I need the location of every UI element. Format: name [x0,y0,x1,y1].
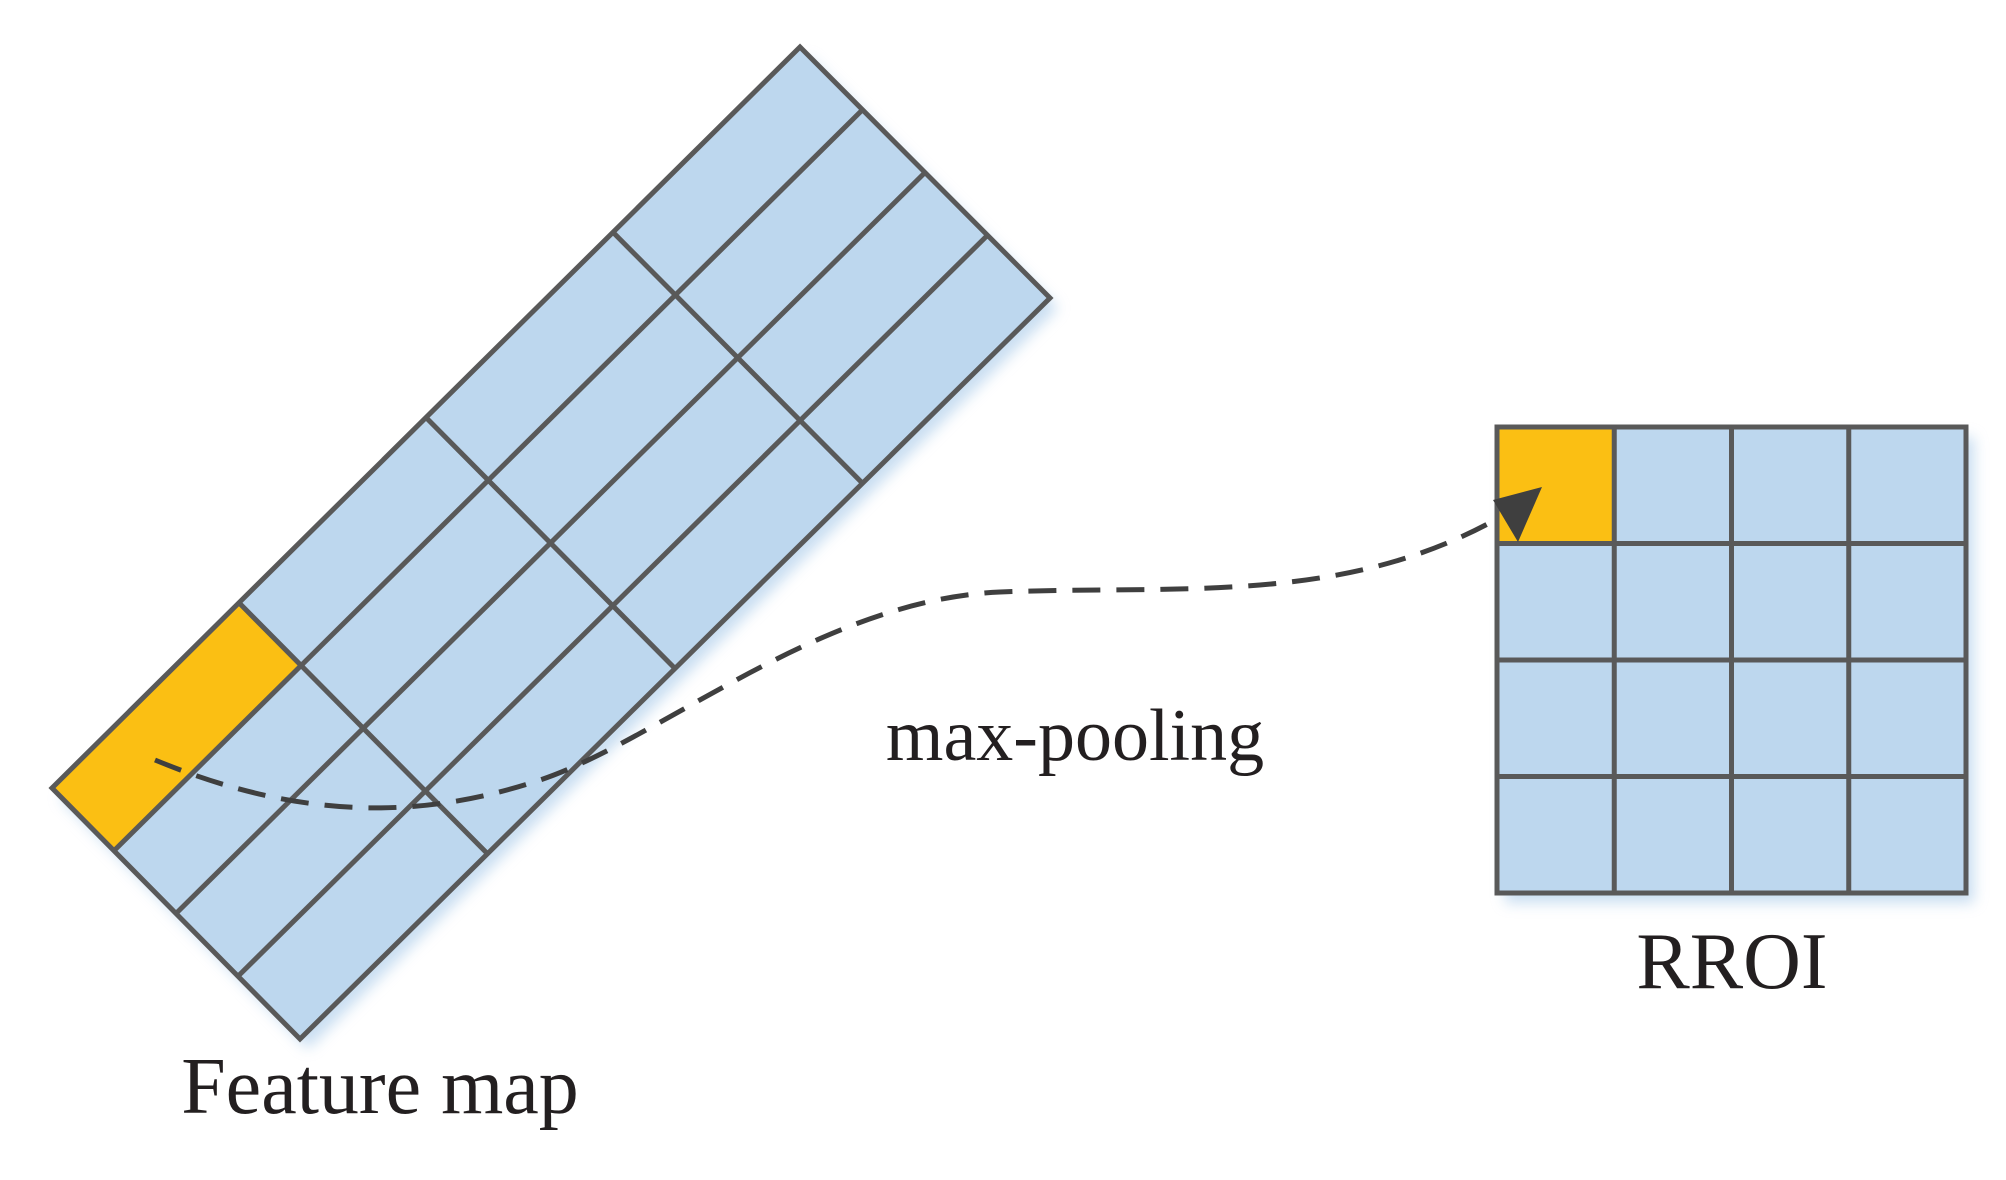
rroi-cell [1848,543,1966,660]
feature-map-cell [737,172,988,421]
feature-map-cell [550,357,801,606]
feature-map-cell [238,791,488,1039]
rroi-outline [1494,424,1969,896]
feature-map-cell [488,295,738,543]
feature-map-cell [612,420,863,669]
feature-map-label: Feature map [181,1043,579,1131]
rroi-cell [1614,660,1732,777]
feature-map-cell [675,109,925,358]
feature-map-cell [426,232,676,481]
rroi-label: RROI [1636,918,1827,1006]
rroi-cell [1848,660,1966,777]
feature-map-cell [301,480,551,729]
feature-map-outline [48,43,1054,1043]
feature-map-grid-line [112,107,865,853]
rroi-cell [1614,543,1732,660]
rroi-grid [1494,424,1974,903]
rroi-cell [1848,776,1966,893]
rroi-cell [1497,660,1615,777]
feature-map-grid-line [174,170,927,916]
rroi-cell [1731,543,1849,660]
arrow-head-icon [1493,487,1542,542]
rroi-cell [1614,776,1732,893]
feature-map-highlight-cell [52,602,302,851]
feature-map-cell [176,728,426,977]
rroi-cell [1731,427,1849,544]
feature-map-cell [239,417,489,666]
rroi-cell [1497,543,1615,660]
feature-map-cell [425,605,675,854]
rroi-cell [1497,776,1615,893]
rroi-cells [1497,427,1966,893]
feature-map-lines [48,43,1054,1043]
feature-map-grid [48,43,1058,1049]
rroi-cell [1848,427,1966,544]
max-pooling-arrow [154,517,1497,811]
feature-map-cell [800,235,1050,484]
feature-map-cell [613,47,863,295]
feature-map-cell [363,543,613,791]
rroi-cell [1731,776,1849,893]
rroi-cell [1614,427,1732,544]
feature-map-grid-line [236,233,990,979]
rroi-cell [1731,660,1849,777]
rroi-lines [1494,424,1969,896]
operation-label: max-pooling [886,695,1264,777]
